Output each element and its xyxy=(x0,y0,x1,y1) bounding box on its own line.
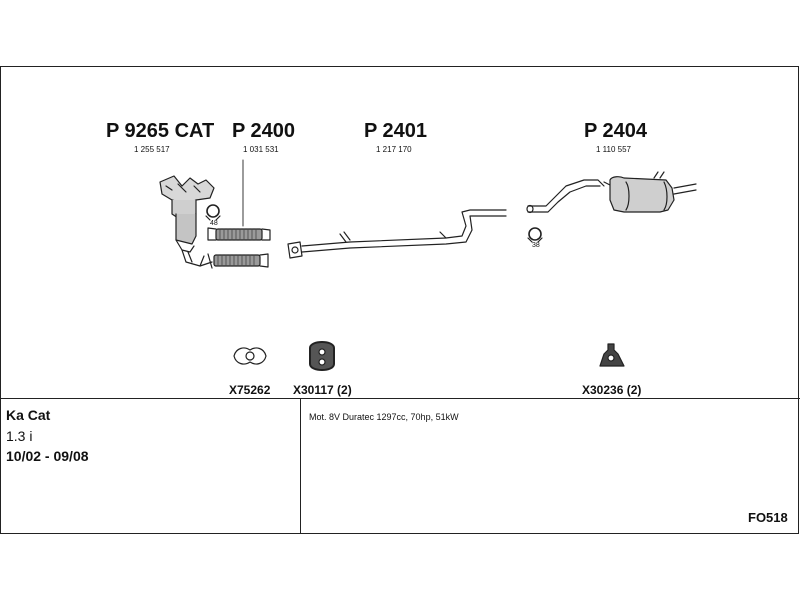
flex-pipe-upper-icon xyxy=(207,227,271,241)
vehicle-model: Ka Cat xyxy=(6,407,51,423)
oem-number-rear-silencer: 1 110 557 xyxy=(596,145,631,154)
part-number-rear-silencer: P 2404 xyxy=(584,120,648,142)
mounting-bracket-icon xyxy=(599,343,625,367)
info-column-divider xyxy=(300,398,301,534)
diagram-code: FO518 xyxy=(748,510,788,525)
info-divider xyxy=(0,398,800,399)
accessory-label-gasket: X75262 xyxy=(229,383,271,397)
clamp-size-right: 38 xyxy=(532,242,540,249)
flex-pipe-lower-icon xyxy=(213,253,269,268)
clamp-icon xyxy=(527,227,543,243)
vehicle-years: 10/02 - 09/08 xyxy=(6,448,89,464)
part-number-front-pipe: P 2401 xyxy=(364,120,428,142)
rubber-hanger-icon xyxy=(309,341,335,371)
rear-silencer-icon xyxy=(526,171,697,214)
clamp-icon xyxy=(205,204,221,221)
front-pipe-icon xyxy=(287,209,507,259)
vehicle-engine: 1.3 i xyxy=(6,428,33,444)
catalytic-converter-icon xyxy=(159,175,215,269)
clamp-size-left: 48 xyxy=(210,220,218,227)
oem-number-front-pipe: 1 217 170 xyxy=(376,145,412,154)
part-number-cat: P 9265 CAT xyxy=(106,120,215,142)
oem-number-flex: 1 031 531 xyxy=(243,145,279,154)
diagram-frame xyxy=(0,66,799,534)
engine-description: Mot. 8V Duratec 1297cc, 70hp, 51kW xyxy=(309,412,459,422)
accessory-label-bracket: X30236 (2) xyxy=(582,383,642,397)
gasket-icon xyxy=(233,347,267,365)
accessory-label-hanger: X30117 (2) xyxy=(293,383,352,397)
part-number-flex: P 2400 xyxy=(232,120,296,142)
oem-number-cat: 1 255 517 xyxy=(134,145,170,154)
